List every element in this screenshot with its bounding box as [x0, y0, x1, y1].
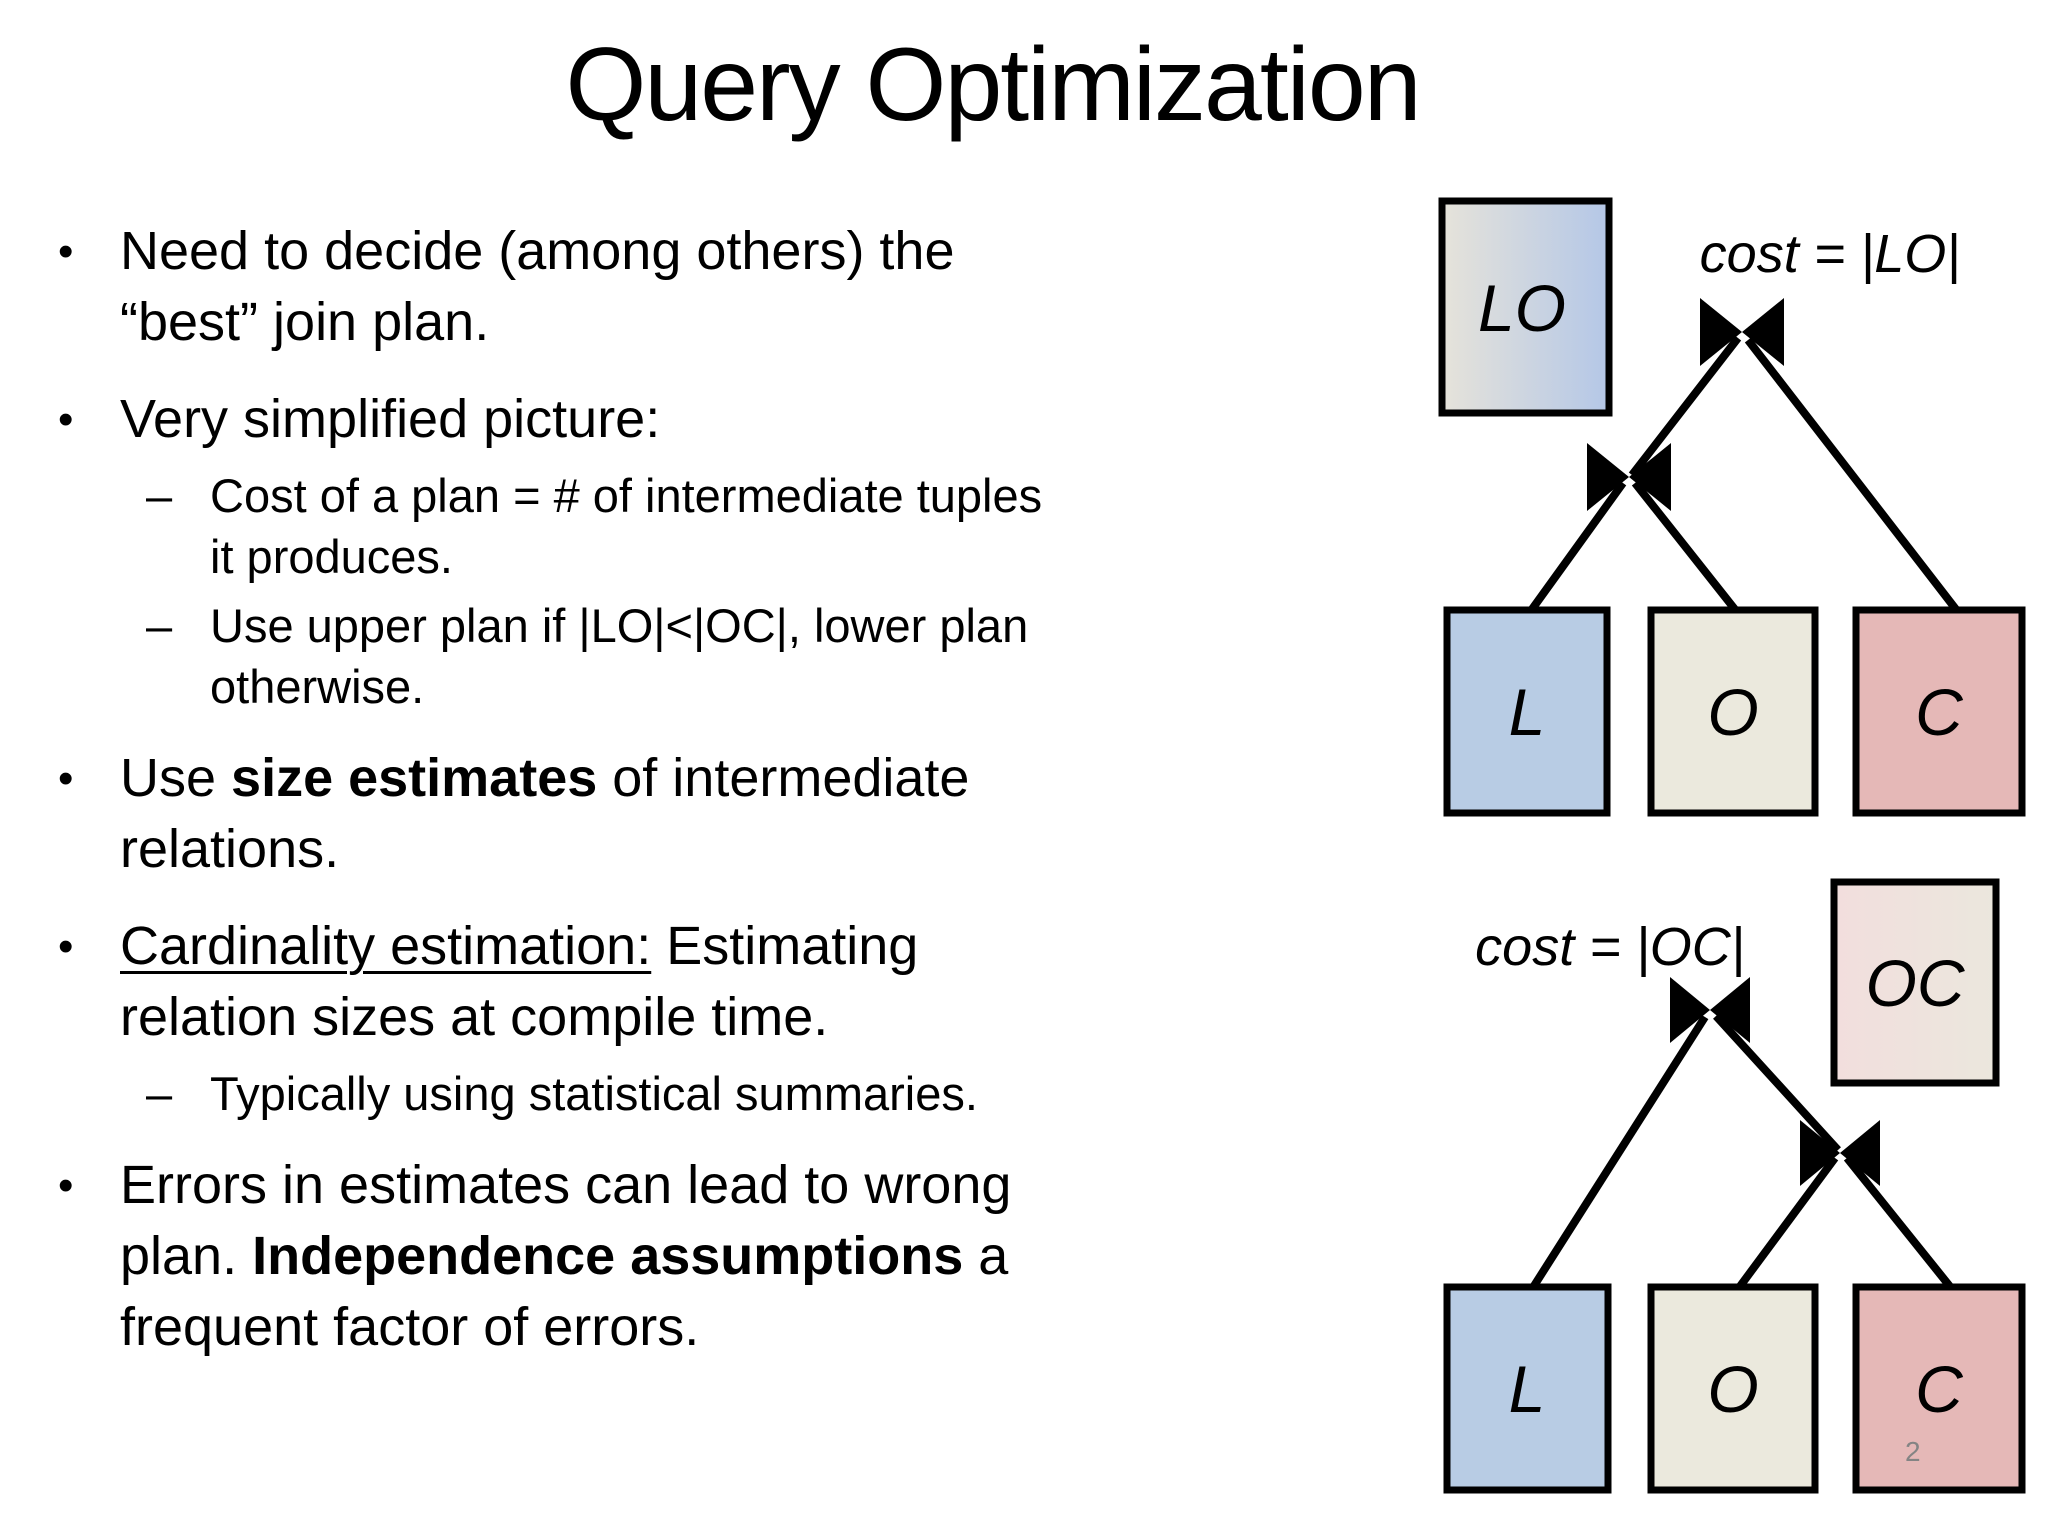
sub-bullet-item: –Use upper plan if |LO|<|OC|, lower plan… [0, 595, 1400, 717]
text-segment: Errors in estimates can lead to wrong [120, 1155, 1012, 1215]
upper-plan: cost = |LO| LO L O C [1438, 197, 2026, 817]
c-box-label: C [1915, 1352, 1964, 1426]
lo-result-box [1438, 197, 1613, 417]
bullet-item: • Very simplified picture: [0, 384, 1400, 455]
bullet-line: frequent factor of errors. [120, 1292, 1400, 1363]
bullet-line: –Use upper plan if |LO|<|OC|, lower plan [146, 595, 1400, 656]
c-box-label: C [1915, 675, 1964, 749]
lower-plan-cost-label: cost = |OC| [1475, 917, 1745, 977]
upper-plan-cost-label: cost = |LO| [1700, 224, 1961, 284]
bullet-line: relation sizes at compile time. [120, 982, 1400, 1053]
text-segment: Use [120, 748, 232, 808]
text-segment: Need to decide (among others) the [120, 221, 955, 281]
bullet-marker: • [58, 395, 74, 444]
bullet-line: “best” join plan. [120, 287, 1400, 358]
edge-join-to-topjoin [1628, 335, 1742, 478]
c-box [1852, 1283, 2026, 1494]
dash-marker: – [146, 1067, 173, 1120]
text-segment: “best” join plan. [120, 292, 490, 352]
sub-bullet-item: –Cost of a plan = # of intermediate tupl… [0, 465, 1400, 587]
oc-result-box [1830, 878, 2000, 1087]
text-segment: Cost of a plan = # of intermediate tuple… [210, 469, 1043, 522]
join-plans-diagram: cost = |LO| LO L O C [1438, 197, 2026, 1494]
text-segment: relation sizes at compile time. [120, 987, 829, 1047]
oc-box-label: OC [1866, 946, 1966, 1020]
bullet-marker: • [58, 754, 74, 803]
natural-join-icon [1587, 443, 1671, 511]
bullet-line: • Errors in estimates can lead to wrong [58, 1150, 1400, 1221]
dash-marker: – [146, 469, 173, 522]
bullet-line: –Cost of a plan = # of intermediate tupl… [146, 465, 1400, 526]
bullet-marker: • [58, 1161, 74, 1210]
bullet-line: it produces. [210, 526, 1400, 587]
text-segment: Estimating [651, 916, 919, 976]
edge-c-to-topjoin [1744, 337, 1962, 615]
bullet-item: • Need to decide (among others) the “best”… [0, 216, 1400, 358]
bullet-line: • Very simplified picture: [58, 384, 1400, 455]
natural-join-icon [1800, 1120, 1880, 1186]
edge-l-to-topjoin [1528, 1014, 1709, 1292]
edge-o-to-join [1734, 1155, 1839, 1292]
text-segment: frequent factor of errors. [120, 1297, 700, 1357]
dash-marker: – [146, 599, 173, 652]
bullet-line: • Use size estimates of intermediate [58, 743, 1400, 814]
text-segment: Cardinality estimation: [120, 916, 652, 976]
lower-plan: cost = |OC| OC L O C [1443, 878, 2026, 1494]
bullet-line: otherwise. [210, 656, 1400, 717]
text-segment: Use upper plan if |LO|<|OC|, lower plan [210, 599, 1029, 652]
bullet-marker: • [58, 227, 74, 276]
bullet-line: relations. [120, 814, 1400, 885]
o-box-label: O [1707, 1352, 1758, 1426]
bullet-line: • Cardinality estimation: Estimating [58, 911, 1400, 982]
o-box [1647, 1283, 1819, 1494]
text-segment: it produces. [210, 530, 453, 583]
l-box [1443, 606, 1611, 817]
bullet-marker: • [58, 922, 74, 971]
text-segment: Independence assumptions [252, 1226, 964, 1286]
text-segment: relations. [120, 819, 340, 879]
text-segment: of intermediate [597, 748, 970, 808]
lo-box-label: LO [1478, 271, 1566, 345]
l-box [1443, 1283, 1612, 1494]
bullet-line: –Typically using statistical summaries. [146, 1063, 1400, 1124]
bullet-item: • Cardinality estimation: Estimating relat… [0, 911, 1400, 1053]
edge-l-to-join [1526, 480, 1627, 615]
text-segment: plan. [120, 1226, 253, 1286]
o-box-label: O [1707, 675, 1758, 749]
text-segment: Very simplified picture: [120, 389, 661, 449]
edge-o-to-join [1631, 480, 1741, 615]
o-box [1647, 606, 1819, 817]
bullet-list: • Need to decide (among others) the “best”… [0, 216, 1400, 1363]
c-box [1852, 606, 2026, 817]
l-box-label: L [1509, 675, 1546, 749]
sub-bullet-item: –Typically using statistical summaries. [0, 1063, 1400, 1124]
natural-join-icon [1700, 298, 1784, 366]
page-number: 2 [1905, 1436, 1921, 1467]
natural-join-icon [1670, 977, 1750, 1043]
text-segment: size estimates [231, 748, 598, 808]
bullet-line: plan. Independence assumptions a [120, 1221, 1400, 1292]
edge-c-to-join [1843, 1155, 1956, 1292]
slide-title: Query Optimization [565, 27, 1421, 143]
edge-topjoin-to-join [1713, 1013, 1841, 1153]
text-segment: a [963, 1226, 1009, 1286]
l-box-label: L [1509, 1352, 1546, 1426]
text-segment: otherwise. [210, 660, 425, 713]
bullet-item: • Use size estimates of intermediate relat… [0, 743, 1400, 885]
bullet-line: • Need to decide (among others) the [58, 216, 1400, 287]
text-segment: Typically using statistical summaries. [210, 1067, 978, 1120]
